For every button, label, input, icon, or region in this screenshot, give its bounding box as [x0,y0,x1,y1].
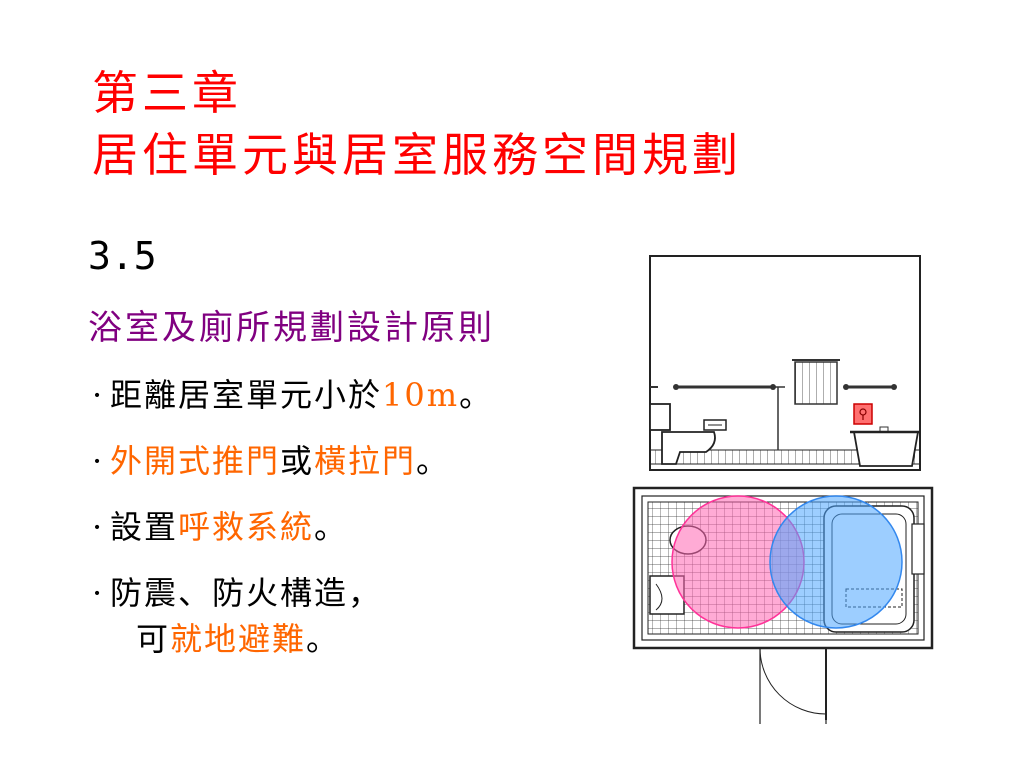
bullet-highlight: 10m [382,376,460,414]
towel-rack-icon [792,359,840,405]
bullet-door: ·外開式推門或橫拉門。 [92,428,632,494]
bullet-text: 設置 [110,508,179,546]
section-title: 浴室及廁所規劃設計原則 [88,308,495,348]
door-swing-icon [759,647,827,724]
bullet-marker: · [92,574,105,612]
bullet-highlight-2: 橫拉門 [314,442,417,480]
bullet-list: ·距離居室單元小於10m。 ·外開式推門或橫拉門。 ·設置呼救系統。 ·防震、防… [92,362,632,666]
bullet-highlight: 呼救系統 [178,508,315,546]
bullet-highlight: 外開式推門 [110,442,281,480]
bullet-structure: ·防震、防火構造， [92,560,632,626]
floor-plan [632,486,934,724]
elevation-view [649,255,921,471]
bullet-call-system: ·設置呼救系統。 [92,494,632,560]
chapter-title: 第三章 [92,66,242,120]
bullet-text: 距離居室單元小於 [110,376,383,414]
bullet-suffix: 。 [459,376,494,414]
bullet-suffix: 。 [416,442,451,480]
bathroom-drawing [632,255,934,724]
bullet-highlight: 就地避難 [170,620,307,658]
bullet-marker: · [92,376,105,414]
bullet-suffix: 。 [306,620,341,658]
section-number: 3.5 [88,234,157,278]
bathroom-diagram [628,244,938,724]
bullet-evacuation: 可就地避難。 [92,612,632,666]
slide-title: 第三章 居住單元與居室服務空間規劃 [92,62,742,186]
chapter-subtitle: 居住單元與居室服務空間規劃 [92,128,742,182]
grab-bar-icon [650,384,897,390]
bullet-suffix: 。 [314,508,349,546]
bullet-marker: · [92,508,105,546]
bullet-text: 或 [280,442,315,480]
bullet-text: 防震、防火構造， [110,574,383,612]
bullet-distance: ·距離居室單元小於10m。 [92,362,632,428]
bullet-text: 可 [136,620,171,658]
bullet-marker: · [92,442,105,480]
bathtub-icon [850,430,920,467]
toilet-icon [649,403,727,465]
